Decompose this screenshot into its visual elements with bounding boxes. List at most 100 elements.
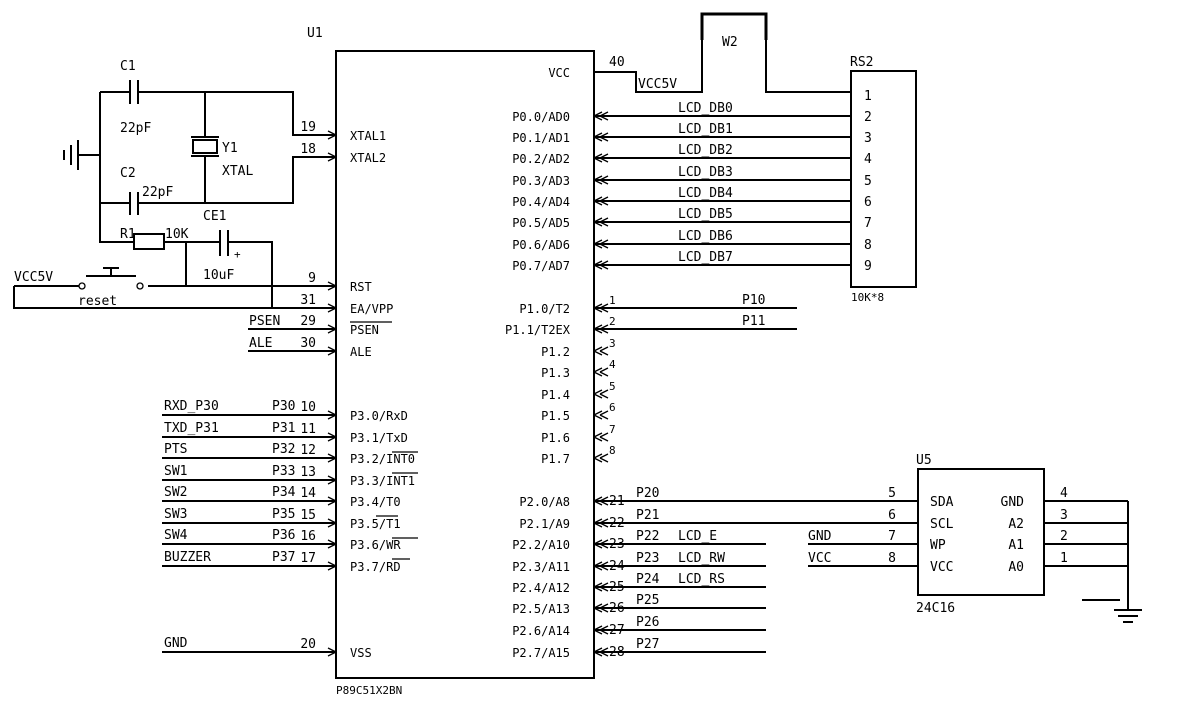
pin-arrow-icon [327,561,337,571]
u1-right-pin-name: P0.7/AD7 [512,259,570,273]
pin-arrow-icon [327,432,337,442]
u1-left-pin-name: XTAL1 [350,129,386,143]
bidir-arrow-icon [593,453,609,463]
lcd-ctrl-label: LCD_RW [678,551,725,566]
u5-left-pin-name: SCL [930,517,954,532]
bidir-arrow-icon [593,153,609,163]
ale-net: ALE [249,336,272,351]
u1-left-pin-name: P3.3/INT1 [350,474,415,488]
u1-right-pin-name: P1.4 [541,388,570,402]
rs2-body [850,70,917,288]
pin-arrow-icon [327,410,337,420]
u1-right-pin-name: P0.5/AD5 [512,216,570,230]
rs2-pin-num: 1 [864,89,872,104]
u1-left-pin-num: 9 [308,271,316,286]
p3-net-label: BUZZER [164,550,211,565]
u1-right-pin-name: P1.6 [541,431,570,445]
p1-pin-num: 8 [609,444,616,457]
psen-net: PSEN [249,314,280,329]
u1-left-pin-name: RST [350,280,372,294]
u1-left-pin-name: XTAL2 [350,151,386,165]
vcc5v-left-label: VCC5V [14,270,53,285]
u1-left-pin-num: 30 [300,336,316,351]
rs2-pin-num: 5 [864,174,872,189]
bidir-arrow-icon [593,303,609,313]
bidir-arrow-icon [593,603,609,613]
bidir-arrow-icon [593,432,609,442]
lcd-net-label: LCD_DB5 [678,207,733,222]
p1-pin-num: 2 [609,315,616,328]
p1-pin-num: 4 [609,358,616,371]
lcd-ctrl-label: LCD_RS [678,572,725,587]
u5-left-pin-num: 8 [888,551,896,566]
u1-left-pin-num: 19 [300,120,316,135]
u1-ref: U1 [307,26,323,41]
p2-pin-num: 28 [609,645,625,660]
bidir-arrow-icon [593,217,609,227]
port3-wires [162,414,336,567]
lcd-ctrl-label: LCD_E [678,529,717,544]
u1-left-pin-num: 13 [300,465,316,480]
p2-pin-num: 27 [609,623,625,638]
rs2-pin-num: 8 [864,238,872,253]
p2-pin-num: 26 [609,601,625,616]
rs2-ref: RS2 [850,55,873,70]
lcd-net-label: LCD_DB0 [678,101,733,116]
u1-right-pin-name: P1.5 [541,409,570,423]
pin-arrow-icon [327,281,337,291]
bidir-arrow-icon [593,647,609,657]
lcd-net-label: LCD_DB6 [678,229,733,244]
u5-right-pin-num: 2 [1060,529,1068,544]
u5-part: 24C16 [916,601,955,616]
p2-port-label: P27 [636,637,659,652]
u5-right-pin-num: 1 [1060,551,1068,566]
u1-left-pin-num: 20 [300,637,316,652]
pin-arrow-icon [327,496,337,506]
p1-pin-num: 5 [609,380,616,393]
pin-arrow-icon [327,453,337,463]
u1-left-pin-num: 14 [300,486,316,501]
u1-right-pin-name: P2.7/A15 [512,646,570,660]
u1-right-pin-name: P2.2/A10 [512,538,570,552]
u1-right-pin-name: P2.6/A14 [512,624,570,638]
rs2-pin-num: 6 [864,195,872,210]
p3-net-label: SW3 [164,507,187,522]
u1-left-pin-num: 16 [300,529,316,544]
p3-net-label: PTS [164,442,187,457]
p3-net-label: SW1 [164,464,187,479]
ce1-ref: CE1 [203,209,226,224]
bidir-arrow-icon [593,625,609,635]
p2-pin-num: 25 [609,580,625,595]
bidir-arrow-icon [593,539,609,549]
u5-right-pin-num: 3 [1060,508,1068,523]
lcd-net-label: LCD_DB4 [678,186,733,201]
pin-arrow-icon [327,130,337,140]
u1-right-pin-name: P1.2 [541,345,570,359]
u5-left-pin-name: SDA [930,495,954,510]
u1-left-pin-name: P3.0/RxD [350,409,408,423]
jumper-w2 [594,12,851,93]
bidir-arrow-icon [593,561,609,571]
u1-right-pin-name: P0.2/AD2 [512,152,570,166]
u1-right-pin-name: P1.7 [541,452,570,466]
bidir-arrow-icon [593,324,609,334]
u5-ref: U5 [916,453,932,468]
u1-left-pin-num: 15 [300,508,316,523]
reset-label: reset [78,294,117,309]
p1-pin-num: 7 [609,423,616,436]
u5-left-pin-name: WP [930,538,946,553]
p2-port-label: P20 [636,486,659,501]
bidir-arrow-icon [593,496,609,506]
bidir-arrow-icon [593,196,609,206]
p3-net-label: SW4 [164,528,188,543]
lcd-net-label: LCD_DB1 [678,122,733,137]
p2-port-label: P24 [636,572,660,587]
y1-value: XTAL [222,164,253,179]
u1-left-pin-name: P3.7/RD [350,560,401,574]
pin-arrow-icon [327,539,337,549]
u1-body [335,50,595,679]
u1-right-pin-name: P1.3 [541,366,570,380]
bidir-arrow-icon [593,239,609,249]
c2-value: 22pF [142,185,173,200]
